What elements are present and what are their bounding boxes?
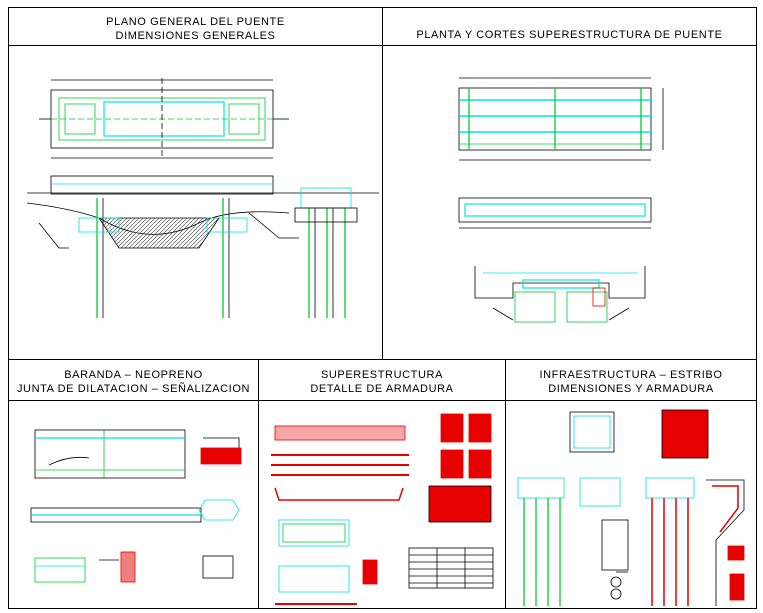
- panel-title: PLANO GENERAL DEL PUENTE DIMENSIONES GEN…: [9, 15, 382, 43]
- drawing-abutment: [517, 409, 745, 606]
- plan-view: [39, 78, 289, 159]
- panel-title: PLANTA Y CORTES SUPERESTRUCTURA DE PUENT…: [383, 28, 756, 42]
- title-divider: [383, 45, 756, 46]
- title-divider: [506, 400, 756, 401]
- deck-elevation: [458, 197, 652, 229]
- title-line-1: BARANDA – NEOPRENO: [64, 369, 203, 381]
- panel-planta-cortes: PLANTA Y CORTES SUPERESTRUCTURA DE PUENT…: [382, 7, 757, 360]
- panel-baranda: BARANDA – NEOPRENO JUNTA DE DILATACION –…: [8, 359, 259, 609]
- title-line-2: DIMENSIONES GENERALES: [115, 30, 276, 42]
- panel-title: INFRAESTRUCTURA – ESTRIBO DIMENSIONES Y …: [506, 368, 756, 396]
- title-divider: [259, 400, 505, 401]
- drawing-superstructure-plan: [458, 77, 664, 323]
- title-line-2: JUNTA DE DILATACION – SEÑALIZACION: [16, 383, 251, 395]
- title-divider: [9, 45, 382, 46]
- panel-superestructura: SUPERESTRUCTURA DETALLE DE ARMADURA: [258, 359, 506, 609]
- title-line-1: SUPERESTRUCTURA: [320, 369, 444, 381]
- deck-section: [474, 266, 646, 323]
- title-line-2: DIMENSIONES Y ARMADURA: [548, 383, 714, 395]
- panel-plano-general: PLANO GENERAL DEL PUENTE DIMENSIONES GEN…: [8, 7, 383, 360]
- title-line-1: PLANO GENERAL DEL PUENTE: [106, 16, 285, 28]
- panel-title: BARANDA – NEOPRENO JUNTA DE DILATACION –…: [9, 368, 258, 396]
- drawing-railing: [30, 429, 242, 583]
- deck-plan: [458, 77, 664, 161]
- panel-infraestructura: INFRAESTRUCTURA – ESTRIBO DIMENSIONES Y …: [505, 359, 757, 609]
- cross-section: [294, 187, 358, 318]
- title-line-2: DETALLE DE ARMADURA: [310, 383, 454, 395]
- drawing-reinforcement: [271, 413, 494, 605]
- panel-title: SUPERESTRUCTURA DETALLE DE ARMADURA: [259, 368, 505, 396]
- title-divider: [9, 400, 258, 401]
- title-line-1: INFRAESTRUCTURA – ESTRIBO: [539, 369, 723, 381]
- title-line-1: PLANTA Y CORTES SUPERESTRUCTURA DE PUENT…: [416, 29, 723, 41]
- elevation-view: [26, 175, 379, 318]
- drawing-bridge-general: [26, 78, 379, 318]
